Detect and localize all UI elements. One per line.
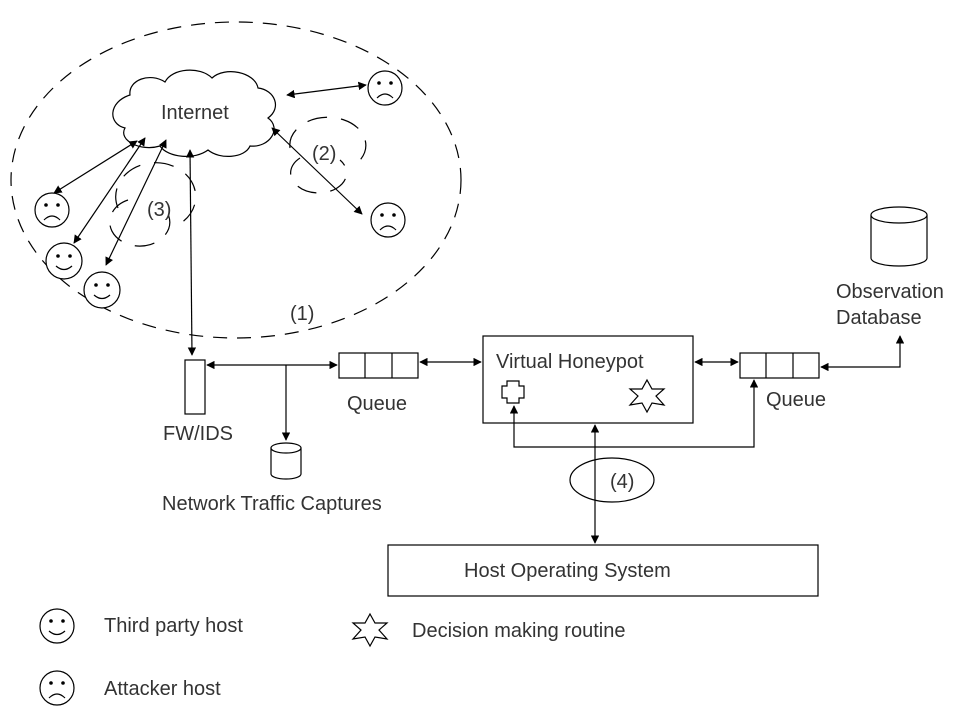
queue-right bbox=[739, 352, 820, 379]
internet-region-ellipse bbox=[10, 21, 462, 339]
star-icon bbox=[351, 612, 389, 648]
legend-decision-label: Decision making routine bbox=[412, 620, 625, 642]
region-3-label: (3) bbox=[147, 199, 171, 221]
frowning-face-icon bbox=[34, 192, 70, 228]
region-4-label: (4) bbox=[610, 471, 634, 493]
link-internet-attacker-left bbox=[53, 140, 138, 194]
legend-third-party-label: Third party host bbox=[104, 615, 243, 637]
link-queue-to-honeypot-module bbox=[509, 379, 759, 448]
host-os-box bbox=[387, 544, 819, 597]
smiley-face-icon bbox=[45, 242, 83, 280]
observation-label-line2: Database bbox=[836, 307, 922, 329]
link-internet-attacker-right bbox=[271, 127, 363, 215]
queue-left-label: Queue bbox=[347, 393, 407, 415]
virtual-honeypot-label: Virtual Honeypot bbox=[496, 351, 644, 373]
link-queue-database bbox=[820, 335, 905, 372]
frowning-face-icon bbox=[370, 202, 406, 238]
observation-database-cylinder-icon bbox=[870, 206, 928, 267]
queue-left bbox=[338, 352, 419, 379]
link-internet-attacker-top bbox=[286, 81, 367, 99]
region-1-label: (1) bbox=[290, 303, 314, 325]
frowning-face-icon bbox=[39, 670, 75, 706]
link-internet-thirdparty-2 bbox=[105, 139, 167, 266]
queue-right-label: Queue bbox=[766, 389, 826, 411]
smiley-face-icon bbox=[39, 608, 75, 644]
region-4-ellipse bbox=[569, 457, 655, 503]
link-internet-fw bbox=[185, 149, 197, 356]
legend: Third party host Attacker host Decision … bbox=[39, 608, 625, 706]
link-internet-thirdparty-1 bbox=[73, 137, 146, 244]
observation-label-line1: Observation bbox=[836, 281, 944, 303]
smiley-face-icon bbox=[83, 271, 121, 309]
network-captures-label: Network Traffic Captures bbox=[162, 493, 382, 515]
internet-label: Internet bbox=[161, 102, 229, 124]
fw-ids-label: FW/IDS bbox=[163, 423, 233, 445]
legend-attacker-label: Attacker host bbox=[104, 678, 221, 700]
frowning-face-icon bbox=[367, 70, 403, 106]
host-os-label: Host Operating System bbox=[464, 560, 671, 582]
fw-ids-box bbox=[184, 359, 206, 415]
region-2-label: (2) bbox=[312, 143, 336, 165]
network-captures-cylinder-icon bbox=[270, 442, 302, 480]
